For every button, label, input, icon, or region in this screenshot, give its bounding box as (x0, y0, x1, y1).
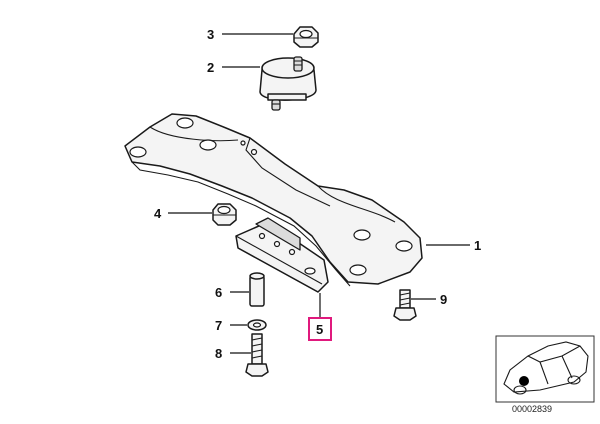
callout-1[interactable]: 1 (474, 238, 481, 253)
callout-6[interactable]: 6 (215, 285, 222, 300)
part-bolt-left (245, 333, 269, 377)
part-washer (247, 319, 267, 331)
part-nut-top (293, 26, 319, 48)
location-marker-icon (519, 376, 529, 386)
part-nut-side (212, 203, 237, 226)
callout-8[interactable]: 8 (215, 346, 222, 361)
part-bolt-right (393, 289, 417, 321)
part-crossmember (124, 113, 423, 287)
thumbnail-reference-number: 00002839 (512, 404, 552, 414)
callout-5-highlight-box (308, 317, 332, 341)
callout-5[interactable]: 5 (316, 322, 323, 337)
leader-lines (168, 33, 470, 354)
callout-7[interactable]: 7 (215, 318, 222, 333)
callout-9[interactable]: 9 (440, 292, 447, 307)
car-outline-icon (503, 341, 589, 395)
callout-4[interactable]: 4 (154, 206, 162, 221)
part-support-bracket (235, 217, 329, 293)
callout-3[interactable]: 3 (207, 27, 214, 42)
callout-2[interactable]: 2 (207, 60, 214, 75)
part-sleeve (249, 272, 265, 307)
part-rubber-mount (259, 56, 317, 111)
car-location-thumbnail[interactable]: 00002839 (495, 335, 595, 414)
